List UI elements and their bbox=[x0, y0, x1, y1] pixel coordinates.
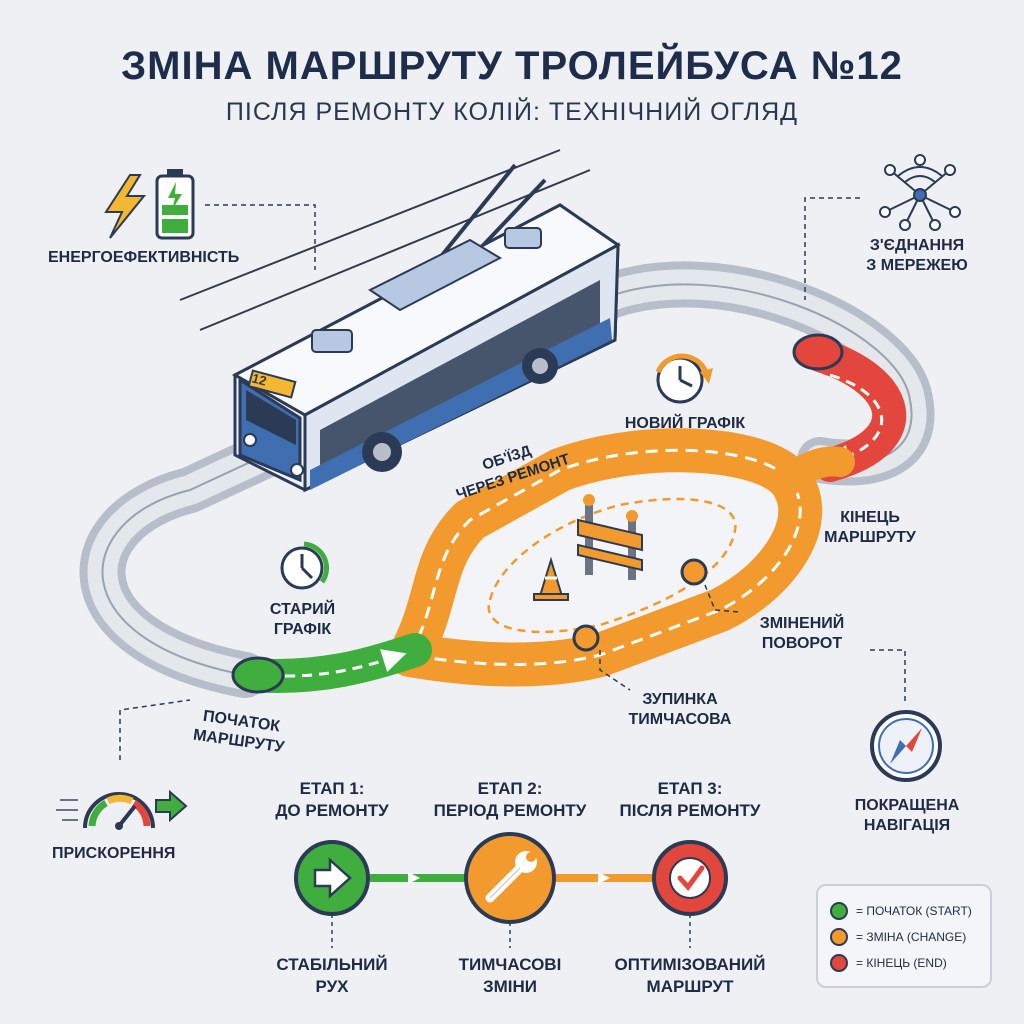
trolleybus bbox=[231, 163, 621, 493]
changed-turn-marker[interactable] bbox=[680, 558, 708, 586]
stage-3-title: ЕТАП 3: ПІСЛЯ РЕМОНТУ bbox=[619, 779, 761, 820]
route-end-marker[interactable] bbox=[792, 333, 844, 371]
legend: = ПОЧАТОК (START) = ЗМІНА (CHANGE) = КІН… bbox=[816, 884, 992, 988]
network-icon bbox=[879, 154, 961, 231]
legend-item-end: = КІНЕЦЬ (END) bbox=[830, 954, 947, 972]
route-end-label: КІНЕЦЬ МАРШРУТУ bbox=[824, 509, 916, 546]
changed-turn-label: ЗМІНЕНИЙ ПОВОРОТ bbox=[759, 615, 845, 652]
old-schedule-label: СТАРИЙ ГРАФІК bbox=[269, 601, 336, 638]
legend-change-swatch bbox=[830, 928, 848, 946]
page-subtitle: ПІСЛЯ РЕМОНТУ КОЛІЙ: ТЕХНІЧНИЙ ОГЛЯД bbox=[225, 98, 799, 126]
stage-1-caption: СТАБІЛЬНИЙ РУХ bbox=[276, 955, 388, 996]
navigation-label: ПОКРАЩЕНА НАВІГАЦІЯ bbox=[854, 797, 960, 834]
stage-3-marker[interactable] bbox=[652, 840, 728, 916]
page-title: ЗМІНА МАРШРУТУ ТРОЛЕЙБУСА №12 bbox=[121, 44, 903, 88]
leader-lines bbox=[119, 197, 906, 760]
energy-label: ЕНЕРГОЕФЕКТИВНІСТЬ bbox=[48, 249, 240, 266]
old-schedule-clock-icon bbox=[280, 541, 330, 590]
stage-3-caption: ОПТИМІЗОВАНИЙ МАРШРУТ bbox=[614, 955, 766, 996]
legend-item-start: = ПОЧАТОК (START) bbox=[830, 902, 972, 920]
stage-1-title: ЕТАП 1: ДО РЕМОНТУ bbox=[275, 779, 389, 820]
stage-connectors bbox=[331, 914, 691, 948]
battery-icon bbox=[155, 169, 195, 240]
wrench-icon bbox=[485, 851, 537, 903]
overhead-wires bbox=[179, 149, 591, 331]
stage-timeline bbox=[370, 872, 660, 884]
compass-icon bbox=[870, 710, 942, 782]
temporary-stop-label: ЗУПИНКА ТИМЧАСОВА bbox=[628, 691, 732, 728]
stage-1-marker[interactable] bbox=[294, 840, 370, 916]
stage-2-title: ЕТАП 2: ПЕРІОД РЕМОНТУ bbox=[433, 779, 587, 820]
route-start-marker[interactable] bbox=[231, 656, 285, 694]
traffic-cone-icon bbox=[533, 556, 569, 601]
end-segment bbox=[803, 338, 907, 482]
legend-end-swatch bbox=[830, 954, 848, 972]
new-schedule-clock-icon bbox=[655, 353, 713, 404]
acceleration-label: ПРИСКОРЕННЯ bbox=[52, 845, 176, 862]
main-track bbox=[79, 261, 935, 698]
stage-2-caption: ТИМЧАСОВІ ЗМІНИ bbox=[458, 955, 562, 996]
legend-item-change: = ЗМІНА (CHANGE) bbox=[830, 928, 966, 946]
temporary-stop-marker[interactable] bbox=[572, 624, 600, 652]
lightning-icon bbox=[104, 174, 147, 239]
speedometer-icon bbox=[56, 789, 188, 830]
new-schedule-label: НОВИЙ ГРАФІК bbox=[624, 415, 746, 432]
legend-start-swatch bbox=[830, 902, 848, 920]
network-label: З'ЄДНАННЯ З МЕРЕЖЕЮ bbox=[866, 237, 968, 274]
arrow-right-icon bbox=[313, 857, 352, 899]
stage-2-marker[interactable] bbox=[464, 832, 556, 924]
construction-barrier-icon bbox=[577, 494, 643, 580]
checkmark-icon bbox=[669, 857, 711, 899]
